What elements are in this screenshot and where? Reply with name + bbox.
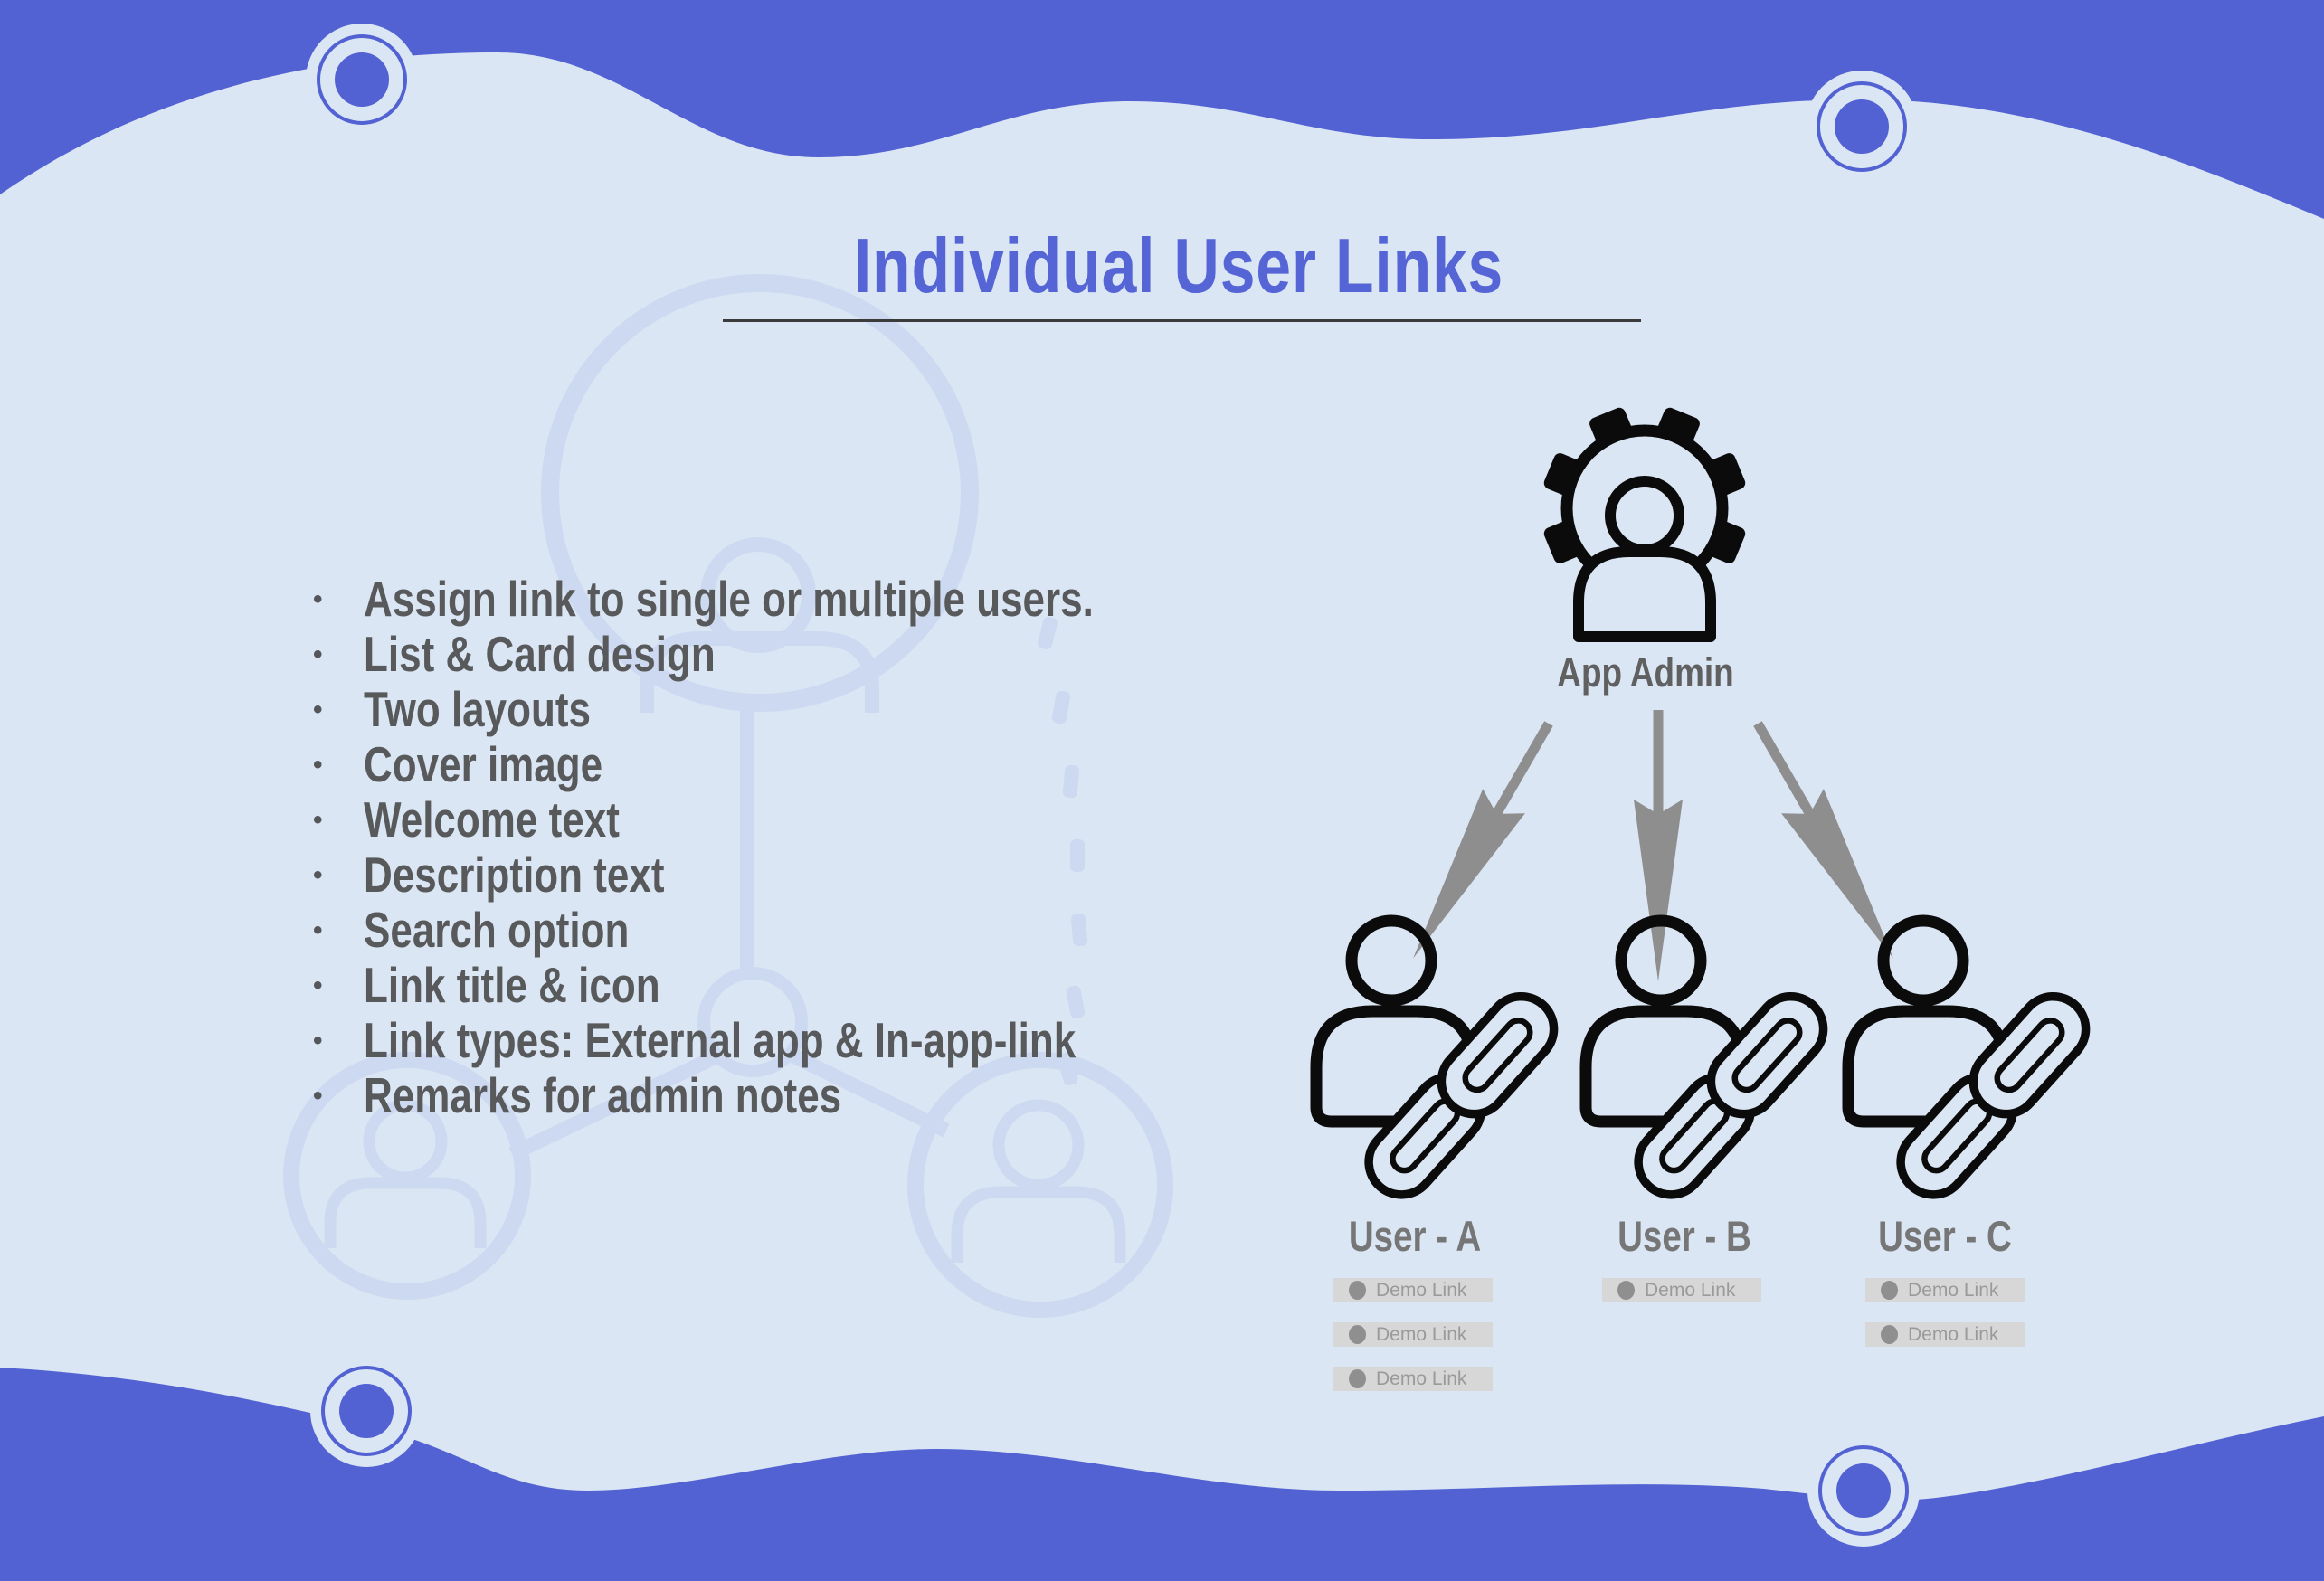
bullet-dot: •	[313, 584, 323, 614]
feature-item: • Link title & icon	[304, 958, 1276, 1013]
feature-item: • Cover image	[304, 737, 1276, 792]
demo-link-button[interactable]: Demo Link	[1865, 1278, 2025, 1302]
feature-text: Link title & icon	[364, 957, 660, 1013]
demo-link-label: Demo Link	[1376, 1324, 1467, 1345]
feature-text: Two layouts	[364, 681, 591, 737]
user-c-person-link-icon	[1842, 914, 2091, 1199]
bullet-dot: •	[313, 695, 323, 724]
feature-text: Cover image	[364, 736, 603, 792]
arrow-to-user-a-icon	[1413, 721, 1553, 959]
link-dot-icon	[1617, 1281, 1635, 1300]
feature-text: Remarks for admin notes	[364, 1067, 842, 1123]
feature-item: • Link types: External app & In-app-link	[304, 1013, 1276, 1068]
wave-circle-decoration-top-left	[306, 24, 418, 136]
link-dot-icon	[1349, 1325, 1366, 1344]
feature-item: • Welcome text	[304, 792, 1276, 847]
feature-text: Welcome text	[364, 791, 620, 847]
link-dot-icon	[1349, 1369, 1366, 1388]
user-b-person-link-icon	[1579, 914, 1828, 1199]
wave-circle-decoration-top-right	[1806, 71, 1918, 183]
link-dot-icon	[1349, 1281, 1366, 1300]
feature-text: Assign link to single or multiple users.	[364, 571, 1094, 627]
feature-item: • Search option	[304, 903, 1276, 958]
demo-link-button[interactable]: Demo Link	[1333, 1278, 1493, 1302]
user-a-person-link-icon	[1310, 914, 1559, 1199]
feature-item: • Two layouts	[304, 682, 1276, 737]
bullet-dot: •	[313, 750, 323, 780]
feature-item: • Description text	[304, 847, 1276, 903]
wave-circle-decoration-bottom-right	[1807, 1434, 1920, 1547]
user-a-label: User - A	[1348, 1212, 1482, 1260]
feature-text: Description text	[364, 847, 665, 903]
bullet-dot: •	[313, 860, 323, 890]
arrow-to-user-b-icon	[1634, 710, 1683, 981]
bullet-dot: •	[313, 639, 323, 669]
demo-link-label: Demo Link	[1908, 1324, 1999, 1345]
bullet-dot: •	[313, 805, 323, 835]
demo-link-button[interactable]: Demo Link	[1333, 1367, 1493, 1391]
demo-link-label: Demo Link	[1908, 1280, 1999, 1301]
link-dot-icon	[1881, 1325, 1898, 1344]
bottom-wave-band	[0, 1368, 2324, 1581]
page-title: Individual User Links	[853, 223, 1504, 309]
user-c-label: User - C	[1878, 1212, 2012, 1260]
bullet-dot: •	[313, 1026, 323, 1056]
demo-link-button[interactable]: Demo Link	[1865, 1322, 2025, 1347]
feature-text: List & Card design	[364, 626, 716, 682]
demo-link-button[interactable]: Demo Link	[1333, 1322, 1493, 1347]
feature-text: Search option	[364, 902, 630, 958]
dashed-arc-decoration	[1038, 616, 1088, 1086]
feature-list: • Assign link to single or multiple user…	[304, 572, 1276, 1123]
demo-link-button[interactable]: Demo Link	[1602, 1278, 1761, 1302]
arrow-to-user-c-icon	[1753, 721, 1893, 959]
network-watermark-icon	[283, 274, 1173, 1318]
bullet-dot: •	[313, 970, 323, 1000]
wave-circle-decoration-bottom-left	[310, 1355, 422, 1467]
feature-item: • List & Card design	[304, 627, 1276, 682]
admin-label: App Admin	[1557, 649, 1734, 696]
feature-item: • Remarks for admin notes	[304, 1068, 1276, 1123]
demo-link-label: Demo Link	[1376, 1368, 1467, 1389]
admin-gear-person-icon	[1543, 407, 1746, 642]
demo-link-label: Demo Link	[1645, 1280, 1736, 1301]
link-dot-icon	[1881, 1281, 1898, 1300]
title-underline	[723, 319, 1641, 322]
bullet-dot: •	[313, 1081, 323, 1111]
feature-text: Link types: External app & In-app-link	[364, 1012, 1077, 1068]
user-b-label: User - B	[1617, 1212, 1751, 1260]
demo-link-label: Demo Link	[1376, 1280, 1467, 1301]
feature-item: • Assign link to single or multiple user…	[304, 572, 1276, 627]
bullet-dot: •	[313, 915, 323, 945]
top-wave-band	[0, 0, 2324, 219]
